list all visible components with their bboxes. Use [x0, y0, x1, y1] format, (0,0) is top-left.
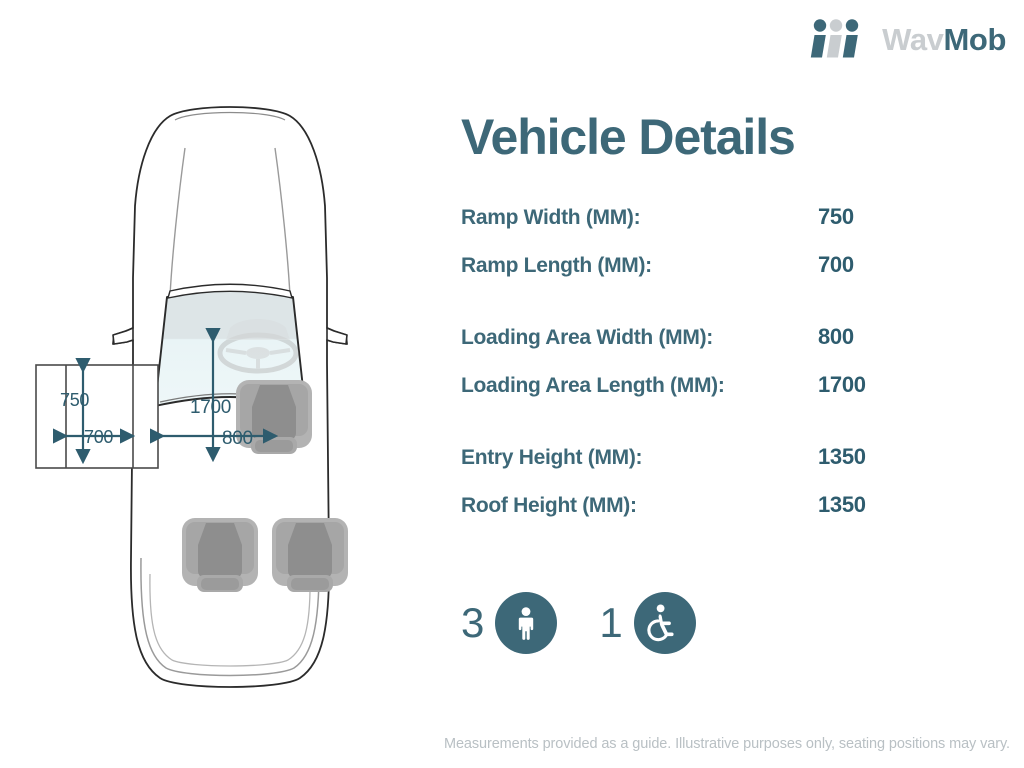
spec-row-ramp-length: Ramp Length (MM): 700: [461, 252, 1001, 278]
dimension-ramp-width-750: 750: [60, 357, 91, 465]
wheelchair-accessible-icon: [647, 604, 674, 642]
seating-capacity: 3: [461, 592, 558, 654]
wavmob-people-w-logo-icon: [810, 19, 859, 58]
spec-value: 800: [818, 324, 854, 349]
spec-row-entry-height: Entry Height (MM): 1350: [461, 444, 1001, 470]
dimension-label-1700: 1700: [190, 397, 231, 418]
spec-row-loading-area-width: Loading Area Width (MM): 800: [461, 324, 1001, 350]
spec-label: Ramp Width (MM):: [461, 206, 641, 229]
ramp-plan: [35, 364, 159, 469]
seat-rear-right: [272, 518, 348, 592]
spec-row-roof-height: Roof Height (MM): 1350: [461, 492, 1001, 518]
page-title: Vehicle Details: [461, 109, 796, 165]
dimension-loading-width-800: 800: [149, 428, 279, 449]
person-badge: [495, 592, 558, 654]
brand-name-light: Wav: [882, 21, 944, 57]
seat-rear-left: [182, 518, 258, 592]
dimension-label-800: 800: [222, 428, 253, 449]
spec-row-loading-area-length: Loading Area Length (MM): 1700: [461, 372, 1001, 398]
seat-count: 3: [461, 599, 485, 646]
spec-value: 750: [818, 204, 854, 229]
spec-value: 1350: [818, 492, 866, 517]
wheelchair-count: 1: [599, 599, 623, 646]
spec-value: 700: [818, 252, 854, 277]
vehicle-details-panel: Vehicle Details Ramp Width (MM): 750 Ram…: [461, 112, 1001, 540]
spec-value: 1700: [818, 372, 866, 397]
spec-label: Loading Area Length (MM):: [461, 374, 725, 397]
capacity-summary: 3 1: [461, 592, 696, 654]
brand-wordmark: WavMob: [882, 24, 1006, 55]
side-mirrors: [112, 327, 348, 345]
spec-label: Loading Area Width (MM):: [461, 326, 713, 349]
spec-label: Ramp Length (MM):: [461, 254, 652, 277]
footer-disclaimer: Measurements provided as a guide. Illust…: [443, 736, 1010, 752]
dimension-ramp-length-700: 700: [52, 427, 136, 447]
spec-label: Roof Height (MM):: [461, 494, 637, 517]
dimension-label-700: 700: [84, 427, 113, 447]
vehicle-plan-svg: 750 700 1700 800: [35, 106, 348, 688]
person-icon: [519, 607, 534, 640]
spec-value: 1350: [818, 444, 866, 469]
wheelchair-badge: [633, 592, 696, 654]
wheelchair-capacity: 1: [599, 592, 696, 654]
dimension-label-750: 750: [60, 390, 89, 410]
vehicle-top-down-diagram: 750 700 1700 800: [0, 88, 460, 698]
brand-logo: WavMob: [810, 18, 1006, 60]
brand-name-dark: Mob: [943, 21, 1007, 57]
spec-row-ramp-width: Ramp Width (MM): 750: [461, 204, 1001, 230]
spec-label: Entry Height (MM):: [461, 446, 643, 469]
